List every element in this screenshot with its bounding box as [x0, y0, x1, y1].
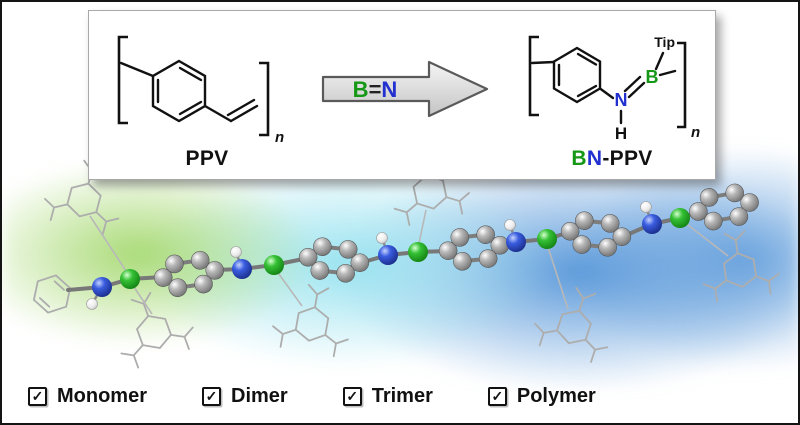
benzene-ring	[552, 46, 602, 104]
carbon-ring	[294, 233, 374, 287]
repeat-subscript: n	[691, 124, 700, 141]
checkbox-dimer[interactable]: ✓	[202, 387, 221, 406]
molecule-3d-model	[31, 152, 783, 373]
checkbox-monomer[interactable]: ✓	[28, 387, 47, 406]
tip-wireframe	[528, 278, 623, 367]
check-item-trimer: ✓ Trimer	[342, 385, 433, 408]
check-item-dimer: ✓ Dimer	[202, 385, 288, 408]
tip-label: Tip	[654, 34, 675, 50]
arrow-text: B=N	[353, 77, 398, 102]
boron-atom	[408, 242, 428, 262]
hydrogen-label: H	[615, 124, 627, 143]
boron-atom	[537, 229, 557, 249]
check-icon: ✓	[491, 388, 504, 404]
tip-wireframe	[696, 226, 783, 304]
reaction-arrow: B=N	[321, 60, 489, 118]
product-label-n: N	[586, 147, 603, 170]
phenyl-wireframe	[31, 271, 73, 317]
nitrogen-atom	[378, 245, 398, 265]
ppv-structure: n	[117, 35, 284, 146]
boron-atom	[120, 269, 140, 289]
checkbox-polymer[interactable]: ✓	[487, 387, 507, 406]
nitrogen-atom	[92, 277, 112, 297]
checkbox-label: Monomer	[57, 385, 147, 407]
product-label-suffix: -PPV	[602, 147, 653, 170]
repeat-subscript: n	[275, 129, 284, 146]
close-bracket	[677, 41, 687, 129]
benzene-ring	[151, 59, 207, 123]
carbon-ring	[149, 246, 229, 302]
hydrogen-atom	[230, 246, 242, 258]
open-bracket	[528, 35, 539, 117]
open-bracket	[117, 35, 128, 125]
boron-label: B	[646, 67, 659, 87]
checkbox-label: Trimer	[371, 385, 433, 407]
nb-double-bond	[623, 75, 646, 99]
tip-wireframe	[268, 279, 357, 360]
hydrogen-atom	[86, 298, 98, 310]
check-icon: ✓	[346, 388, 359, 404]
check-item-polymer: ✓ Polymer	[487, 385, 596, 408]
boron-atom	[264, 255, 284, 275]
tip-wireframe-group	[31, 152, 783, 373]
product-label: BN-PPV	[517, 147, 707, 171]
checkbox-label: Polymer	[516, 385, 596, 407]
tip-wireframe	[104, 282, 201, 373]
nitrogen-atom	[232, 259, 252, 279]
nitrogen-atom	[642, 214, 662, 234]
atoms	[86, 178, 765, 310]
close-bracket	[259, 61, 270, 137]
checkbox-trimer[interactable]: ✓	[342, 387, 362, 406]
carbon-ring	[683, 178, 765, 236]
reaction-scheme-box: n PPV B=N N H	[88, 10, 716, 180]
check-item-monomer: ✓ Monomer	[28, 385, 147, 408]
reactant-label: PPV	[185, 147, 229, 170]
hydrogen-atom	[504, 219, 516, 231]
boron-atom	[670, 208, 690, 228]
vinylene-bond	[203, 98, 259, 123]
arrow-icon	[321, 60, 489, 118]
carbon-ring	[556, 207, 636, 261]
check-icon: ✓	[31, 388, 44, 404]
checklist-row: ✓ Monomer ✓ Dimer ✓ Trimer ✓ Polymer	[28, 385, 596, 408]
checkbox-label: Dimer	[231, 385, 288, 407]
carbon-ring	[434, 221, 514, 275]
check-icon: ✓	[205, 388, 218, 404]
hydrogen-atom	[640, 201, 652, 213]
bnppv-structure: N H B Tip n	[528, 34, 700, 143]
nitrogen-atom	[506, 232, 526, 252]
nitrogen-label: N	[615, 90, 628, 110]
hydrogen-atom	[376, 232, 388, 244]
product-label-b: B	[571, 147, 587, 170]
